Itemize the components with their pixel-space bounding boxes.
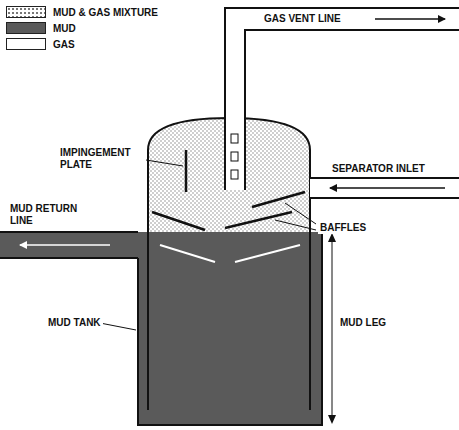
legend-text: GAS: [53, 39, 75, 50]
legend-row: MUD & GAS MIXTURE: [6, 5, 158, 19]
dimension-label: MUD LEG: [338, 317, 388, 329]
legend-swatch: [6, 22, 46, 34]
legend-swatch: [6, 6, 46, 18]
part-label: MUD TANK: [46, 317, 103, 329]
legend-text: MUD & GAS MIXTURE: [53, 7, 158, 18]
legend-row: GAS: [6, 37, 75, 51]
pipe-label: MUD RETURN LINE: [8, 203, 88, 227]
pipe-label: GAS VENT LINE: [262, 13, 343, 25]
pipe-label: SEPARATOR INLET: [330, 163, 427, 175]
part-label: BAFFLES: [318, 222, 368, 234]
legend-swatch: [6, 38, 46, 50]
legend-text: MUD: [53, 23, 76, 34]
legend-row: MUD: [6, 21, 76, 35]
part-label: IMPINGEMENT PLATE: [58, 147, 146, 171]
